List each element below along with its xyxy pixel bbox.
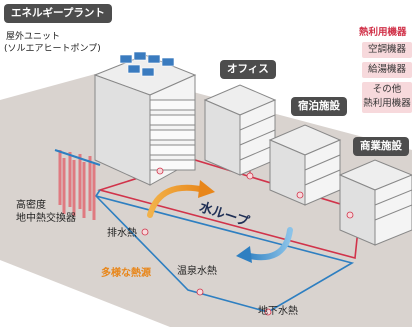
pipe-branch [95, 189, 101, 197]
heat-equipment-item-hotwater: 給湯機器 [362, 62, 412, 78]
commercial-label: 商業施設 [353, 137, 409, 157]
groundwater-label: 地下水熱 [258, 306, 298, 317]
hot-spring-label: 温泉水熱 [177, 266, 217, 277]
heat-equipment-title: 熱利用機器 [359, 27, 407, 38]
heat-equipment-item-aircon: 空調機器 [362, 42, 412, 58]
geo-label-line2: 地中熱交換器 [16, 213, 76, 224]
office-building [203, 84, 277, 176]
outdoor-unit-label-line1: 屋外ユニット [6, 32, 61, 42]
lodging-label: 宿泊施設 [291, 97, 347, 117]
geo-label-line1: 高密度 [16, 200, 46, 211]
loop-arrow-orange-head [198, 180, 215, 198]
diverse-sources-label: 多様な熱源 [101, 268, 151, 279]
outdoor-unit-label-line2: (ソルエアヒートポンプ) [4, 44, 101, 54]
valve-markers [141, 167, 354, 316]
energy-plant-label: エネルギープラント [4, 4, 112, 24]
heat-equipment-item-other: その他 熱利用機器 [362, 82, 412, 113]
loop-arrow-blue-head [236, 246, 252, 263]
commercial-building [338, 159, 412, 246]
energy-plant-building [93, 51, 197, 186]
loop-arrow-blue [242, 227, 293, 261]
geothermal-heat-exchanger [54, 149, 101, 220]
office-label: オフィス [220, 60, 276, 80]
lodging-building [268, 124, 342, 206]
waste-heat-label: 排水熱 [107, 228, 137, 239]
loop-arrow-orange [147, 184, 208, 218]
